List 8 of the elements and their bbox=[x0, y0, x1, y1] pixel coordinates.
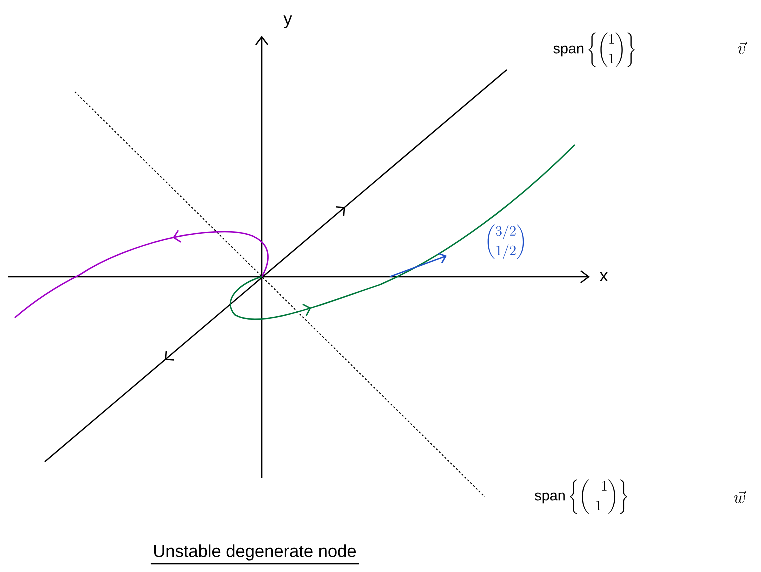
caption: Unstable degenerate node bbox=[154, 544, 356, 561]
axis-label: x bbox=[600, 272, 608, 282]
span-label: $\mathrm{span}\left\{\binom{1}{1}\right\}$ bbox=[554, 32, 635, 68]
vector-label: $\vec{w}$ bbox=[734, 490, 746, 504]
vector-label: $\vec{v}$ bbox=[738, 42, 748, 54]
span-label: $\mathrm{span}\left\{\binom{-1}{1}\right\}$ bbox=[535, 480, 628, 514]
vector-label: $\binom{3/2}{1/2}$ bbox=[488, 224, 524, 260]
axis-label: y bbox=[284, 16, 292, 28]
